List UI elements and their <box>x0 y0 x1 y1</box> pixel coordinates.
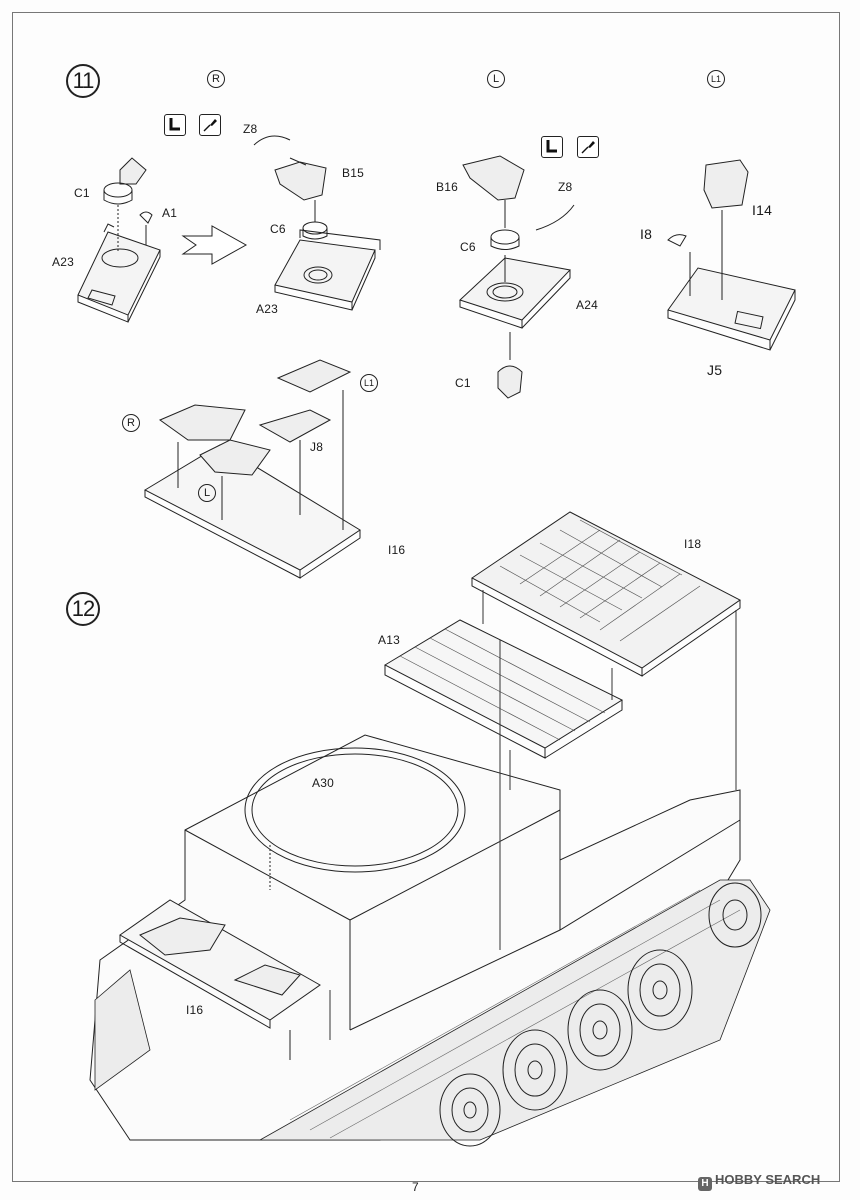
part-a13-rack <box>383 619 624 759</box>
cement-tool-icon-2 <box>541 136 563 158</box>
part-i16-installed <box>119 899 321 1060</box>
side-marker-right: R <box>207 70 225 88</box>
label-a24: A24 <box>576 298 598 312</box>
label-z8-right: Z8 <box>558 180 573 194</box>
label-c6-right: C6 <box>460 240 476 254</box>
label-a13: A13 <box>378 633 400 647</box>
label-a23-left: A23 <box>52 255 74 269</box>
label-z8-left: Z8 <box>243 122 258 136</box>
label-i16-step11: I16 <box>388 543 406 557</box>
step-number-12: 12 <box>66 592 100 626</box>
step-arrow-icon <box>181 225 248 265</box>
label-j5: J5 <box>707 362 723 378</box>
label-i16-step12: I16 <box>186 1003 204 1017</box>
step-number-11: 11 <box>66 64 100 98</box>
track-left-assembly <box>94 969 151 1091</box>
part-a23-with-b15-c6 <box>253 135 381 311</box>
side-marker-left1: L1 <box>707 70 725 88</box>
part-i18-grille <box>471 511 741 677</box>
label-i18: I18 <box>684 537 702 551</box>
label-c1-right: C1 <box>455 376 471 390</box>
label-c1-left: C1 <box>74 186 90 200</box>
part-j5-with-i14-i8 <box>667 159 796 351</box>
label-b16: B16 <box>436 180 458 194</box>
label-b15: B15 <box>342 166 364 180</box>
part-a23-with-c1 <box>77 157 161 323</box>
label-j8: J8 <box>310 440 324 454</box>
label-i14: I14 <box>752 202 773 218</box>
part-a30-ring <box>244 747 466 890</box>
installation-guide-lines <box>329 590 737 1040</box>
label-a30: A30 <box>312 776 334 790</box>
label-i8: I8 <box>640 226 653 242</box>
track-right-assembly <box>258 879 771 1141</box>
part-a24-with-b16-c6-c1 <box>459 155 575 399</box>
label-a1: A1 <box>162 206 178 220</box>
side-marker-left: L <box>487 70 505 88</box>
label-c6-left: C6 <box>270 222 286 236</box>
side-marker-left1-i16: L1 <box>360 374 378 392</box>
side-marker-right-i16: R <box>122 414 140 432</box>
cement-tool-icon <box>164 114 186 136</box>
page-number: 7 <box>412 1180 419 1194</box>
watermark-text: HOBBY SEARCH <box>715 1172 821 1187</box>
road-wheels <box>439 882 762 1147</box>
brush-tool-icon <box>199 114 221 136</box>
side-marker-left-i16: L <box>198 484 216 502</box>
part-i16-plate <box>143 359 361 579</box>
label-a23-right: A23 <box>256 302 278 316</box>
watermark-logo-icon: H <box>698 1177 712 1191</box>
page-border <box>12 12 840 1182</box>
brush-tool-icon-2 <box>577 136 599 158</box>
